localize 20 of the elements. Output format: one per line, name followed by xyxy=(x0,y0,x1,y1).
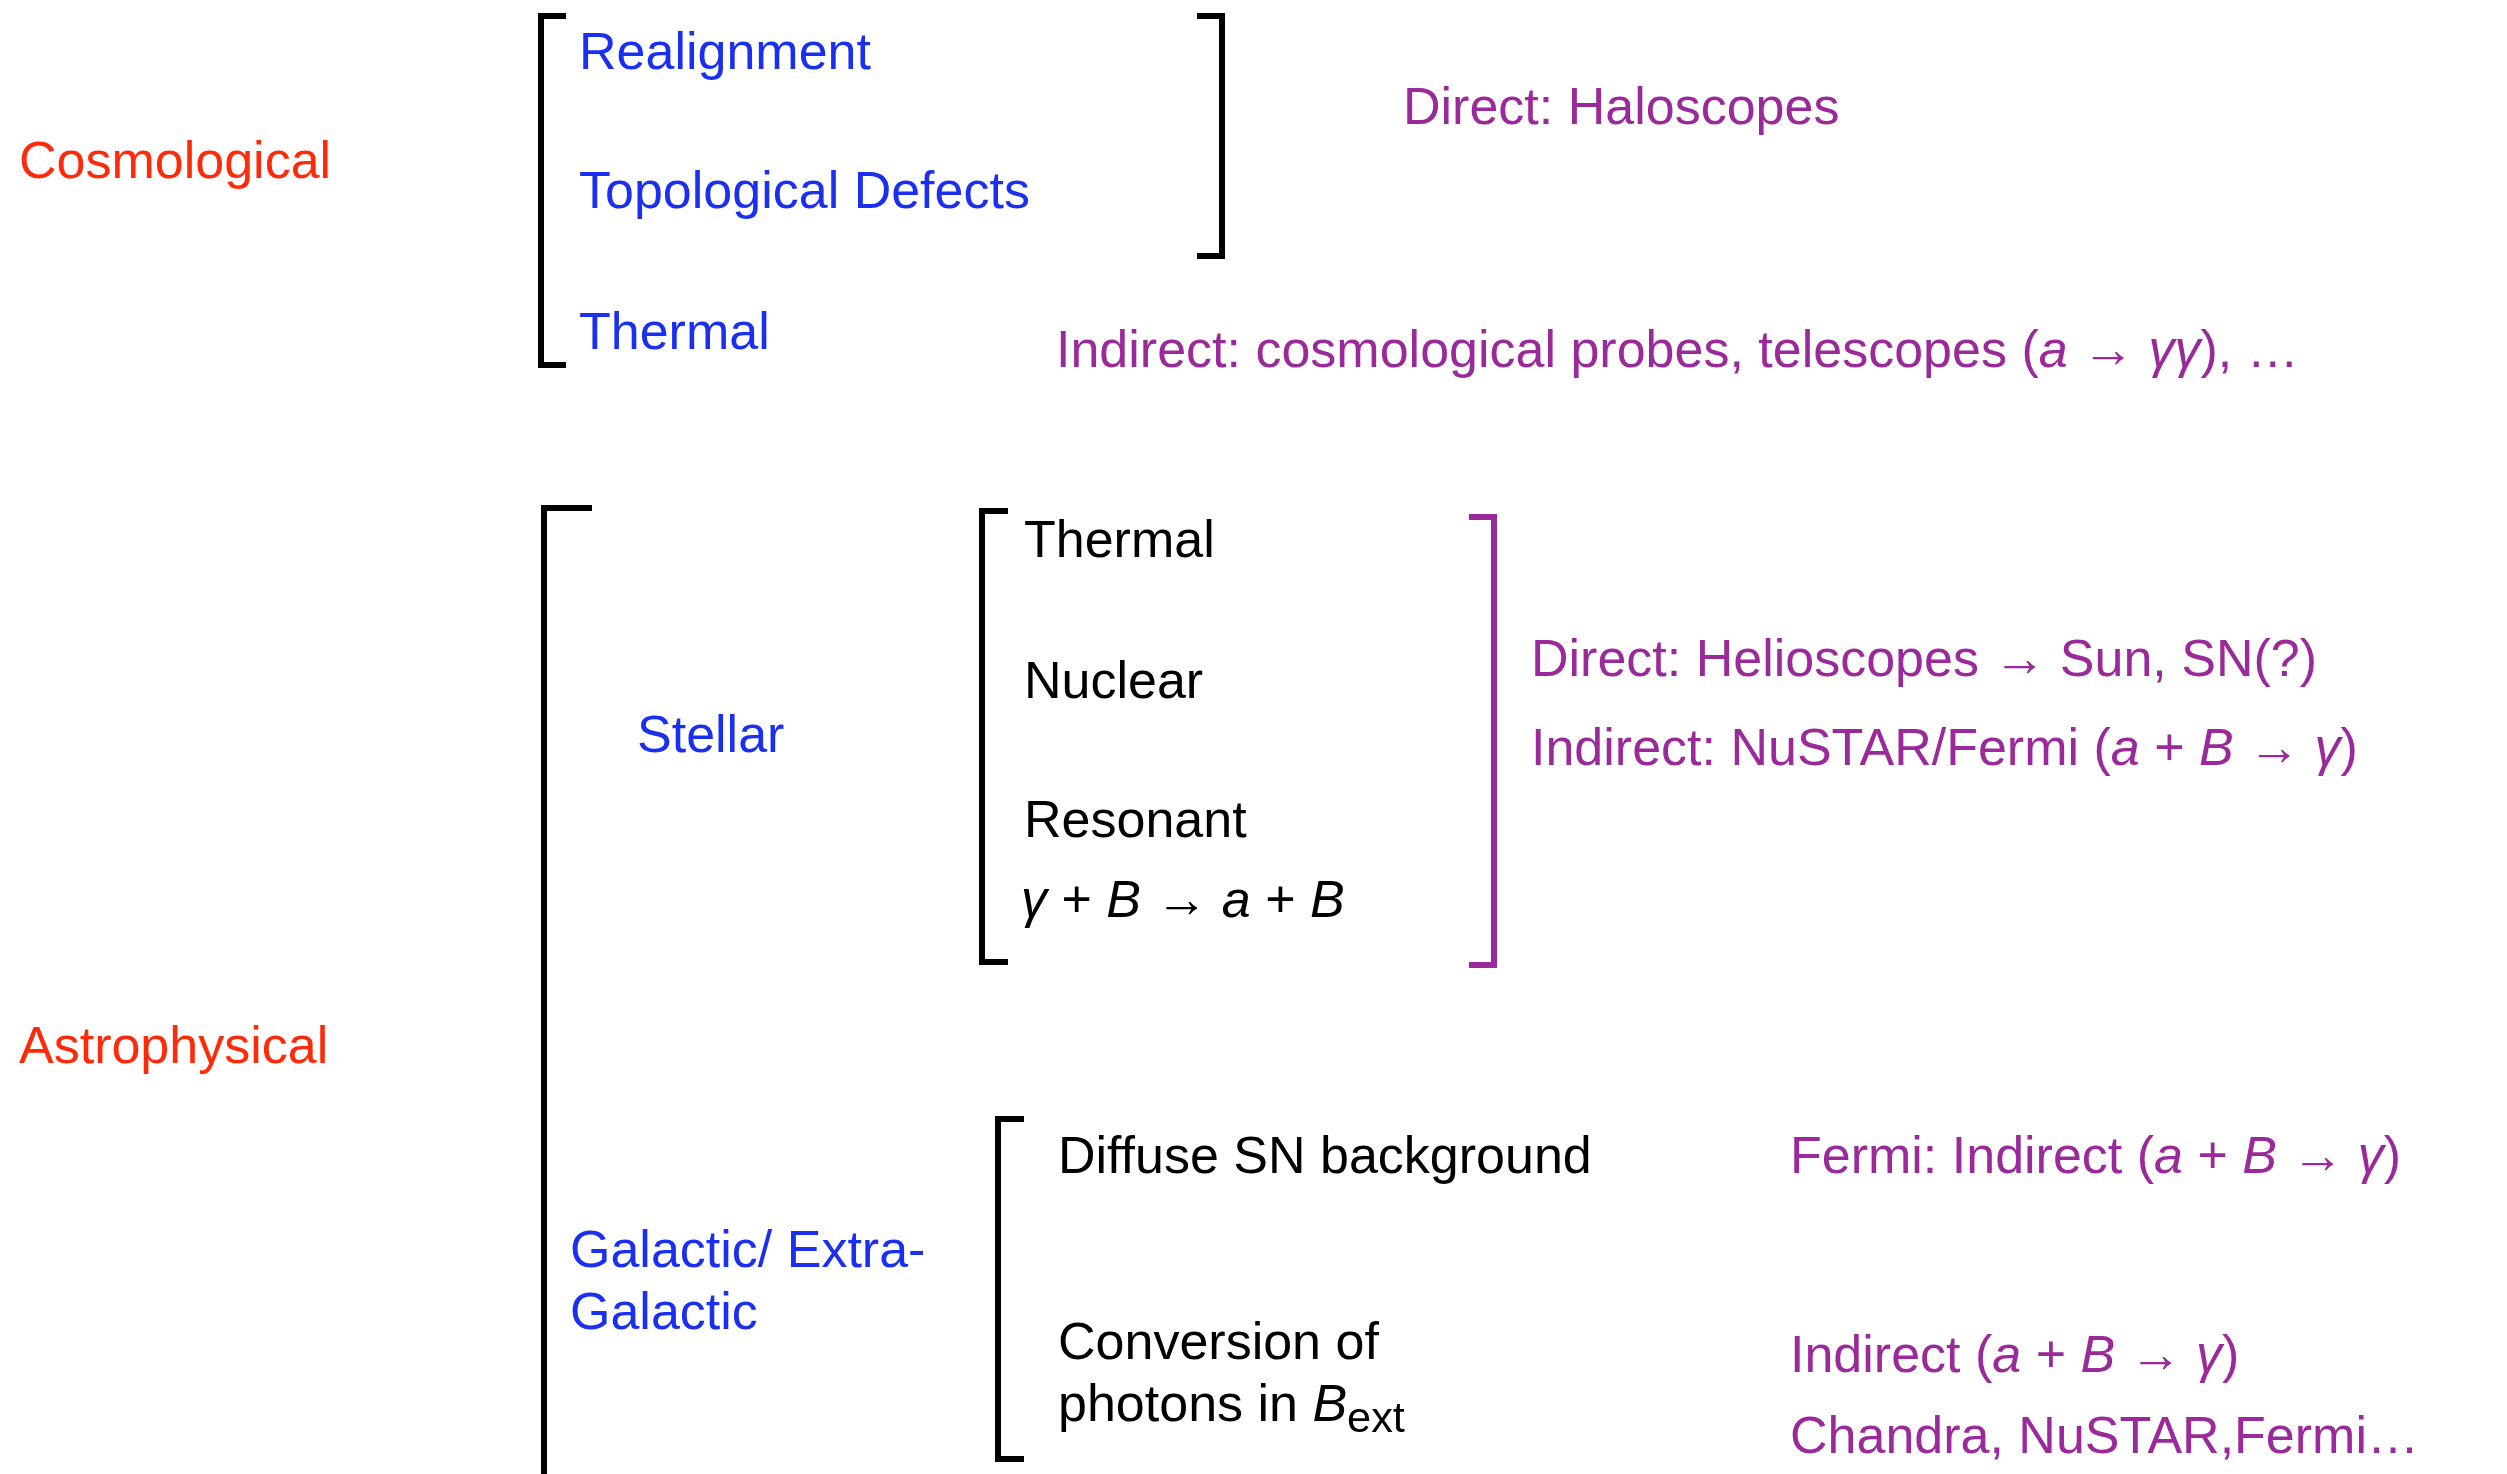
source-label: Galactic/ Extra-Galactic xyxy=(570,1218,927,1342)
process-label: Nuclear xyxy=(1024,649,1204,711)
detection-note: Direct: Helioscopes → Sun, SN(?) xyxy=(1531,627,2318,689)
source-label: Topological Defects xyxy=(579,159,1030,221)
detection-note: Direct: Haloscopes xyxy=(1403,75,1840,137)
category-label: Cosmological xyxy=(19,129,332,191)
detection-note: Indirect: NuSTAR/Fermi (a + B → γ) xyxy=(1531,716,2358,778)
process-label: Resonant xyxy=(1024,788,1247,850)
equation-label: γ + B → a + B xyxy=(1021,868,1345,930)
detection-note: Chandra, NuSTAR,Fermi… xyxy=(1790,1404,2419,1466)
source-label: Stellar xyxy=(637,703,785,765)
category-label: Astrophysical xyxy=(19,1014,329,1076)
process-label: Thermal xyxy=(1024,508,1215,570)
detection-note: Indirect (a + B → γ) xyxy=(1790,1323,2240,1385)
process-label: Diffuse SN background xyxy=(1058,1124,1592,1186)
source-label: Thermal xyxy=(579,300,770,362)
process-label: Conversion of photons in B$_{ext}$ xyxy=(1058,1310,1406,1444)
detection-note: Indirect: cosmological probes, telescopes (a → γγ), … xyxy=(1056,318,2299,380)
source-label: Realignment xyxy=(579,20,871,82)
detection-note: Fermi: Indirect (a + B → γ) xyxy=(1790,1124,2402,1186)
